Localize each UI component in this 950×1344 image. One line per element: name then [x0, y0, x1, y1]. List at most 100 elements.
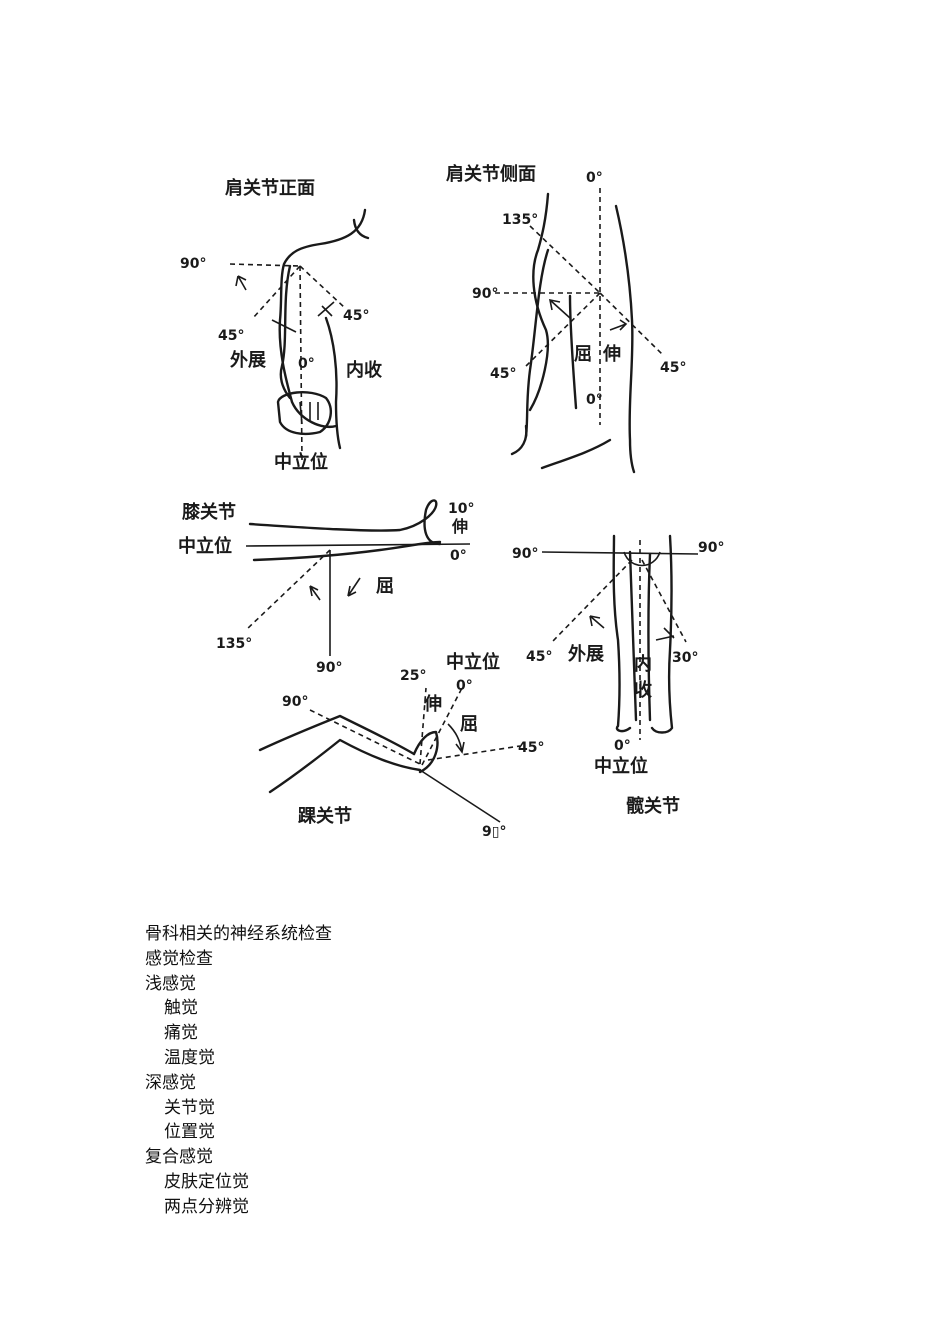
skin-localization-item: 皮肤定位觉 [164, 1171, 249, 1192]
deg-45-left-label: 45° [218, 328, 244, 344]
ankle-title: 踝关节 [298, 805, 352, 827]
ankle-extension-label: 伸 [423, 693, 442, 715]
hip-line-30 [641, 559, 687, 643]
knee-neutral-label: 中立位 [178, 535, 232, 557]
temperature-item: 温度觉 [164, 1047, 215, 1068]
ankle-neutral-label: 中立位 [446, 651, 500, 673]
back-outline [528, 192, 550, 412]
line-45-right [599, 292, 663, 355]
flexion-label: 屈 [574, 344, 592, 365]
torso-outline [524, 248, 550, 438]
ankle-deg-0-label: 0° [456, 678, 473, 694]
knee-deg-10-label: 10° [448, 501, 474, 517]
hip-deg-90-left-label: 90° [512, 546, 538, 562]
line-90 [229, 263, 301, 267]
hip-diagram: 90° 90° 45° 外展 内 收 30° 0° 中立位 髋关节 [512, 534, 724, 817]
deg-45-right-label: 45° [343, 308, 369, 324]
deep-sensation: 深感觉 [145, 1072, 196, 1093]
ankle-upper-leg [258, 714, 416, 756]
ankle-line-0 [421, 687, 463, 766]
knee-arrow-left [309, 585, 321, 601]
foot-outline [412, 730, 439, 774]
ankle-line-25 [419, 687, 427, 765]
knee-diagram: 膝关节 中立位 10° 伸 0° 屈 135° 90° [178, 499, 474, 676]
hip-adduction-label-2: 收 [634, 679, 652, 701]
line-135 [529, 225, 601, 294]
hip-abduction-arrow [589, 615, 605, 629]
extension-label: 伸 [602, 343, 621, 365]
touch-item: 触觉 [164, 998, 198, 1019]
complex-sensation: 复合感觉 [145, 1147, 213, 1168]
pain-item: 痛觉 [164, 1023, 198, 1044]
hip-leg-left-outer [612, 534, 632, 733]
hip-deg-0-label: 0° [614, 738, 631, 754]
knee-title: 膝关节 [182, 501, 236, 523]
hip-deg-90-right-label: 90° [698, 540, 724, 556]
knee-flexion-arrow [347, 577, 361, 597]
torso-outline [278, 208, 367, 429]
knee-deg-90-label: 90° [316, 660, 342, 676]
line-45-right [299, 265, 346, 309]
ankle-flexion-label: 屈 [460, 714, 478, 735]
ankle-deg-90-bottom-label: 9▯° [482, 824, 506, 840]
position-sense-item: 位置觉 [164, 1122, 215, 1143]
pelvis-outline [623, 551, 661, 567]
ankle-line-90-bottom [419, 769, 501, 823]
neck-outline [352, 218, 370, 240]
hip-title: 髋关节 [626, 795, 680, 817]
shoulder-front-diagram: 肩关节正面 90° 45° 45° 0° 外展 内收 中立位 [180, 177, 382, 473]
sensory-exam-outline: 骨科相关的神经系统检查 感觉检查 浅感觉 触觉 痛觉 温度觉 深感觉 关节觉 位… [145, 922, 745, 1220]
leg-lower-outline [252, 540, 442, 562]
waist-outline [510, 424, 528, 456]
flexion-arrow [548, 298, 571, 319]
knee-deg-0-label: 0° [450, 548, 467, 564]
ankle-line-45 [427, 745, 521, 761]
arm-back-edge [568, 294, 578, 410]
two-point-item: 两点分辨觉 [164, 1196, 249, 1217]
hip-line-90 [541, 551, 699, 555]
hip-leg-right-outer [650, 534, 674, 734]
abduction-label: 外展 [230, 349, 267, 371]
hip-neutral-label: 中立位 [594, 755, 648, 777]
adduction-label: 内收 [346, 359, 382, 381]
ankle-deg-25-label: 25° [400, 668, 426, 684]
shoulder-side-diagram: 肩关节侧面 0° 135° 90° 45° 45° 0° 屈 伸 [446, 163, 686, 474]
shoulder-side-title: 肩关节侧面 [446, 163, 536, 185]
extension-arrow [609, 319, 628, 331]
neutral-line [245, 543, 471, 547]
abduction-arrow-up [235, 275, 247, 291]
line-45-left [252, 265, 301, 319]
adduction-arrow [317, 301, 335, 317]
ankle-lower-leg [268, 738, 422, 794]
front-outline [614, 204, 636, 474]
knee-extension-label: 伸 [451, 517, 468, 536]
hip-adduction-label-1: 内 [634, 653, 652, 675]
arm-inner-outline [324, 316, 342, 450]
deg-0-top-label: 0° [586, 170, 603, 186]
hip-deg-30-label: 30° [672, 650, 698, 666]
sensory-exam-title: 感觉检查 [145, 948, 213, 969]
deg-90-label: 90° [180, 256, 206, 272]
ankle-diagram: 90° 25° 中立位 0° 伸 屈 45° 踝关节 9▯° [258, 651, 544, 840]
arm-outline [279, 264, 292, 400]
hip-abduction-label: 外展 [568, 643, 605, 665]
abduction-arrow [271, 319, 297, 333]
leg-upper-outline [248, 499, 442, 546]
ankle-deg-45-label: 45° [518, 740, 544, 756]
superficial-sensation: 浅感觉 [145, 973, 196, 994]
knee-flexion-label: 屈 [376, 576, 394, 597]
hip-leg-left-inner [628, 550, 638, 722]
deg-135-label: 135° [502, 212, 538, 228]
line-135 [245, 549, 331, 631]
hand-outline [276, 391, 332, 436]
shoulder-front-title: 肩关节正面 [225, 177, 315, 199]
ankle-line-90-top [309, 709, 423, 766]
neutral-label: 中立位 [274, 451, 328, 473]
deg-45-right-label: 45° [660, 360, 686, 376]
joint-range-of-motion-figure: 肩关节正面 90° 45° 45° 0° 外展 内收 中立位 肩关节侧面 [150, 140, 750, 860]
deg-90-label: 90° [472, 286, 498, 302]
deg-0-label: 0° [298, 356, 315, 372]
hip-leg-right-inner [647, 552, 652, 722]
ankle-flexion-arrow [447, 723, 465, 754]
hip-adduction-arrow [655, 627, 675, 641]
